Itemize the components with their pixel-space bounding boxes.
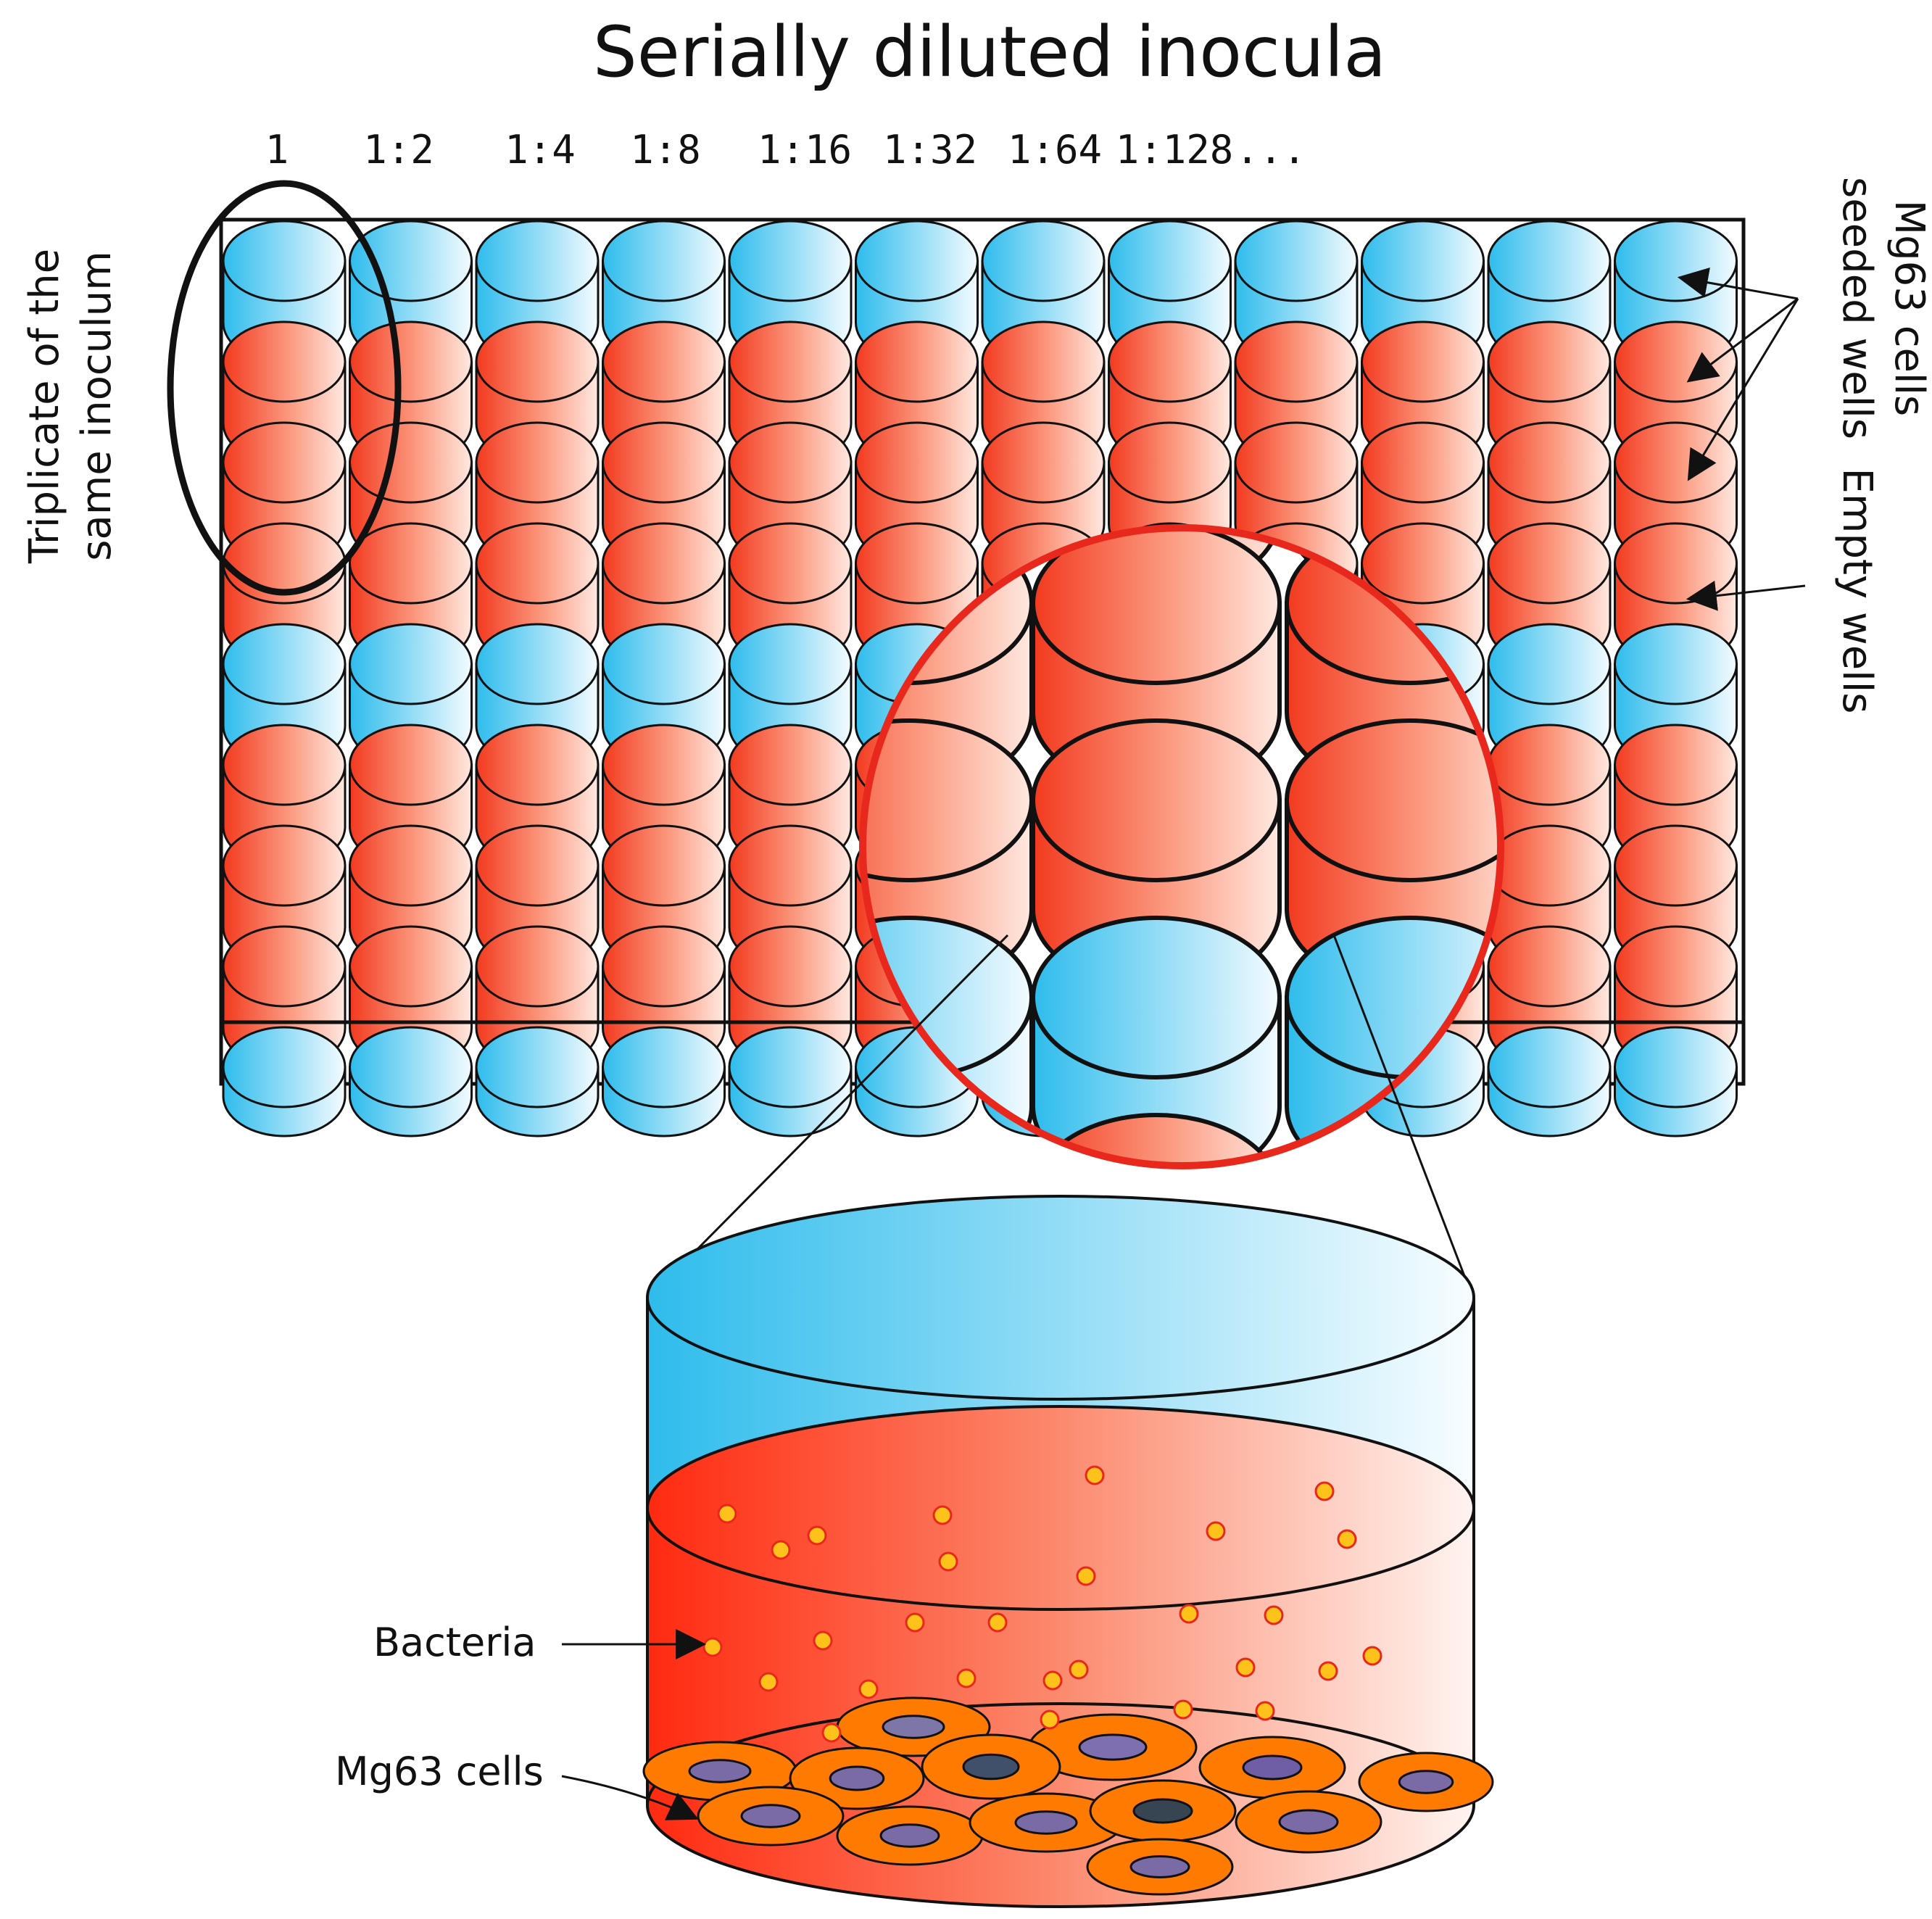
bacterium	[1362, 1646, 1382, 1666]
mg63-cell	[921, 1733, 1061, 1800]
bacterium	[858, 1679, 879, 1699]
magnifier-ring	[859, 524, 1504, 1169]
mg63-cells-arrow	[561, 1775, 699, 1820]
bacterium	[1206, 1521, 1226, 1541]
mg63-cell	[836, 1805, 984, 1866]
mg63-cell	[1358, 1752, 1494, 1812]
bacterium	[771, 1540, 791, 1560]
bacterium	[1085, 1465, 1105, 1485]
mg63-cell	[1089, 1779, 1237, 1843]
empty-well	[475, 1026, 600, 1137]
mg63-cell	[642, 1741, 797, 1802]
triplicate-label-line2: same inoculum	[73, 251, 120, 561]
empty-well	[728, 1026, 853, 1137]
diagram-title: Serially diluted inocula	[593, 12, 1386, 93]
bacterium	[1042, 1670, 1063, 1691]
cylinder-top-ellipse	[646, 1195, 1475, 1401]
cell-nucleus	[1278, 1809, 1339, 1835]
bacterium	[1173, 1699, 1193, 1720]
mg63-cell	[1198, 1736, 1346, 1799]
cell-nucleus	[740, 1804, 801, 1828]
bacterium	[987, 1612, 1008, 1633]
cell-nucleus	[1242, 1754, 1303, 1781]
cell-nucleus	[1398, 1770, 1454, 1794]
bacteria-population	[702, 1465, 1382, 1743]
cell-nucleus	[962, 1753, 1020, 1781]
dilution-label: 1:32	[883, 127, 977, 173]
dilution-label: 1:16	[758, 127, 852, 173]
dilution-label: 1:128	[1116, 127, 1234, 173]
bacterium	[758, 1672, 779, 1692]
empty-well	[1487, 1026, 1612, 1137]
bacterium	[807, 1525, 827, 1546]
mg63-seeded-label-line2: seeded wells	[1833, 177, 1881, 439]
bacterium	[1255, 1701, 1275, 1721]
mg63-cell	[697, 1786, 845, 1847]
well-cross-section	[642, 1195, 1494, 1908]
seeded-wells-arrows	[1677, 267, 1799, 481]
empty-well	[855, 1026, 979, 1137]
mg63-cell-layer	[642, 1696, 1494, 1896]
cell-nucleus	[1129, 1855, 1190, 1878]
bacterium	[1069, 1659, 1089, 1680]
mg63-cell	[1028, 1713, 1198, 1781]
medium-surface-ellipse	[646, 1405, 1475, 1611]
bacterium	[1040, 1709, 1060, 1730]
empty-well	[1614, 1026, 1738, 1137]
dilution-label: ...	[1235, 127, 1306, 173]
mg63-seeded-label-line1: Mg63 cells	[1886, 200, 1932, 416]
zoom-connector-left	[695, 934, 1009, 1252]
triplicate-label: Triplicate of the same inoculum	[21, 249, 120, 564]
mg63-seeded-label: Mg63 cells seeded wells	[1833, 177, 1932, 439]
zoom-connector-right	[1332, 934, 1466, 1277]
cell-nucleus	[1014, 1810, 1078, 1835]
bacterium	[1179, 1604, 1199, 1624]
mg63-cells-label: Mg63 cells	[335, 1749, 544, 1794]
dilution-label: 1:64	[1008, 127, 1102, 173]
bacterium	[702, 1637, 723, 1657]
bacterium	[1264, 1605, 1284, 1625]
empty-well	[222, 1026, 347, 1137]
dilution-label: 1	[265, 127, 289, 173]
bacteria-label: Bacteria	[373, 1620, 536, 1665]
bacterium	[1235, 1657, 1256, 1678]
dilution-label: 1:8	[630, 127, 701, 173]
bacterium	[813, 1630, 833, 1651]
mg63-cell	[1235, 1790, 1382, 1854]
triplicate-highlight-ellipse	[167, 180, 402, 596]
bacterium	[905, 1612, 925, 1633]
bacterium	[717, 1504, 737, 1524]
empty-wells-label-text: Empty wells	[1833, 468, 1881, 714]
cell-nucleus	[882, 1715, 945, 1739]
empty-wells-label: Empty wells	[1833, 468, 1881, 714]
dilution-labels: 1 1:2 1:4 1:8 1:16 1:32 1:64 1:128...	[265, 127, 1306, 173]
empty-well	[602, 1026, 726, 1137]
triplicate-label-line1: Triplicate of the	[21, 249, 68, 564]
bacterium	[1314, 1481, 1335, 1501]
empty-wells-arrow	[1686, 580, 1806, 611]
cell-nucleus	[879, 1823, 940, 1848]
cell-nucleus	[1132, 1798, 1193, 1824]
bacterium	[932, 1505, 953, 1525]
bacterium	[938, 1551, 958, 1572]
bacterium	[821, 1723, 842, 1743]
mg63-cell	[789, 1746, 925, 1810]
bacterium	[1076, 1566, 1096, 1586]
dilution-label: 1:4	[505, 127, 576, 173]
mg63-cell	[1086, 1838, 1234, 1896]
dilution-label: 1:2	[363, 127, 434, 173]
bacterium	[1318, 1661, 1338, 1681]
bacterium	[956, 1668, 977, 1688]
empty-well	[349, 1026, 473, 1137]
cell-nucleus	[1078, 1733, 1148, 1761]
bacterium	[1337, 1529, 1357, 1549]
cell-nucleus	[829, 1765, 885, 1791]
cell-nucleus	[688, 1759, 752, 1783]
